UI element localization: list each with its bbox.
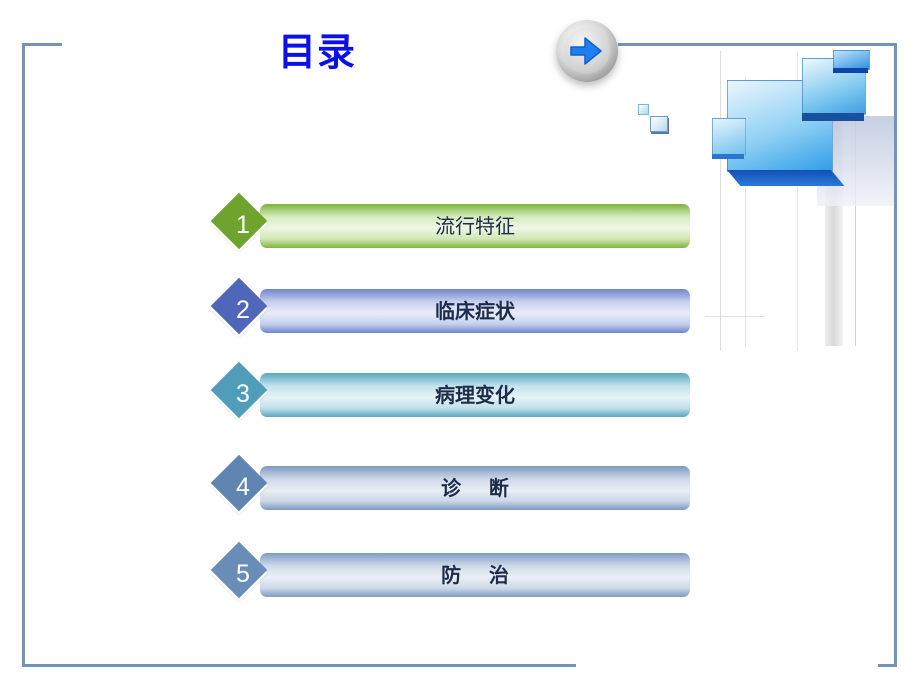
menu-label: 诊 断 <box>441 476 509 500</box>
menu-bar[interactable]: 病理变化 <box>260 373 690 417</box>
menu-item-4[interactable]: 诊 断 4 <box>210 454 691 516</box>
menu-label: 防 治 <box>441 563 509 587</box>
number-label: 5 <box>236 560 250 588</box>
page-title: 目录 <box>278 30 357 74</box>
frame-top-right <box>618 43 897 46</box>
menu-label: 流行特征 <box>435 214 515 238</box>
menu-item-3[interactable]: 病理变化 3 <box>210 361 691 423</box>
frame-top-left <box>22 43 62 46</box>
frame-left <box>22 43 25 667</box>
number-label: 4 <box>236 473 250 501</box>
frame-bottom-right <box>878 664 897 667</box>
frame-right <box>894 43 897 667</box>
small-cube-icon <box>638 104 649 115</box>
menu-label: 临床症状 <box>435 299 515 323</box>
frame-bottom-left <box>22 664 576 667</box>
menu-bar[interactable]: 防 治 <box>260 553 690 597</box>
number-label: 3 <box>236 380 250 408</box>
small-cube-icon <box>650 116 668 132</box>
menu-label: 病理变化 <box>435 383 515 407</box>
arrow-right-icon <box>570 37 602 65</box>
menu-item-1[interactable]: 流行特征 1 <box>210 192 691 254</box>
menu-item-2[interactable]: 临床症状 2 <box>210 277 691 339</box>
next-button[interactable] <box>556 20 618 82</box>
number-label: 2 <box>236 296 250 324</box>
menu-item-5[interactable]: 防 治 5 <box>210 541 691 603</box>
decorative-cubes-art <box>705 46 894 356</box>
menu-bar[interactable]: 诊 断 <box>260 466 690 510</box>
number-label: 1 <box>236 211 250 239</box>
menu-bar[interactable]: 流行特征 <box>260 204 690 248</box>
menu-bar[interactable]: 临床症状 <box>260 289 690 333</box>
